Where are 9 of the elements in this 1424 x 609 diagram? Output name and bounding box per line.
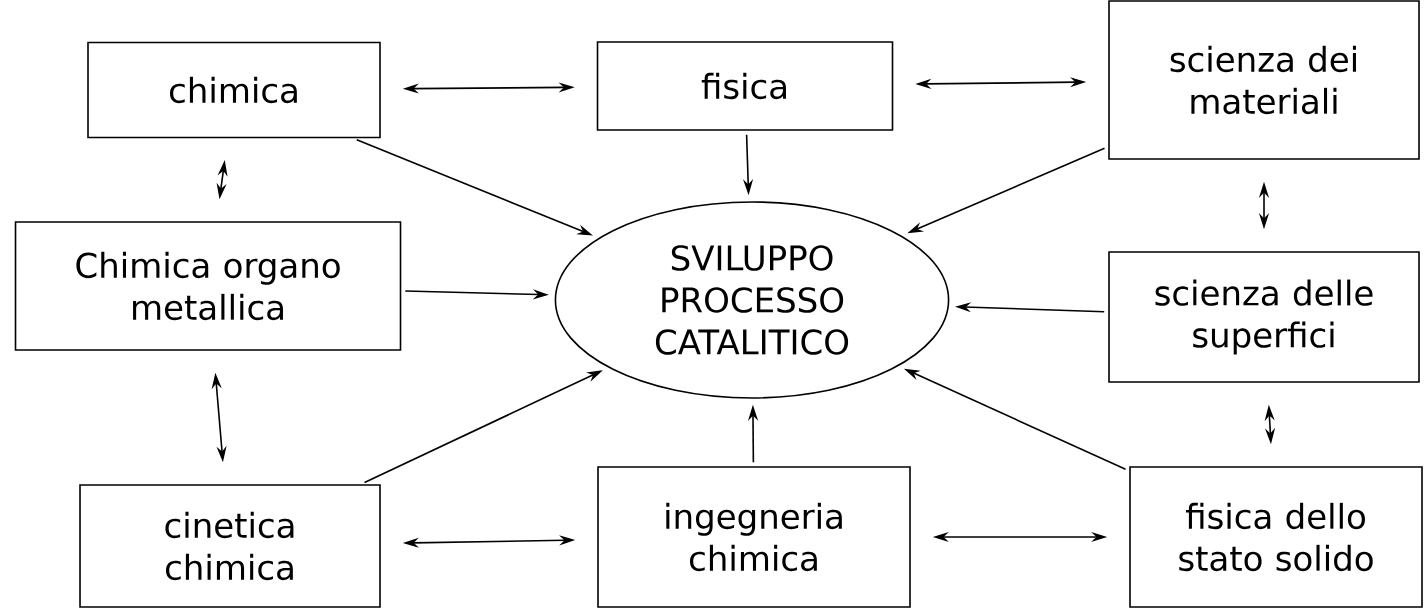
discipline-box: scienza delle superfici xyxy=(1108,251,1420,383)
discipline-box: ingegneria chimica xyxy=(597,466,911,608)
discipline-box: Chimica organo metallica xyxy=(14,221,402,351)
discipline-box: scienza dei materiali xyxy=(1108,0,1420,160)
discipline-box: chimica xyxy=(87,41,381,139)
discipline-box: fisica xyxy=(596,41,894,131)
ellipse-node: SVILUPPO PROCESSO CATALITICO xyxy=(554,201,950,399)
discipline-box: fisica dello stato solido xyxy=(1129,466,1423,608)
discipline-box: cinetica chimica xyxy=(79,484,381,608)
